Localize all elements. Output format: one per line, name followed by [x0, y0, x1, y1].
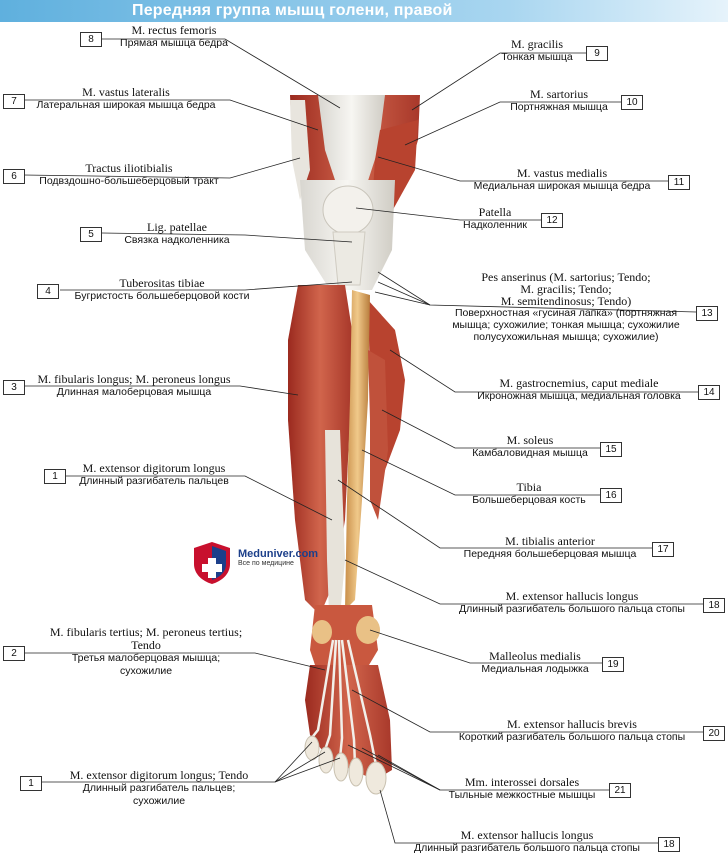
lateral-malleolus-shape — [312, 620, 332, 644]
logo-tagline: Все по медицине — [238, 560, 294, 567]
callout-number: 21 — [609, 783, 631, 798]
callout-number: 12 — [541, 213, 563, 228]
callout-number: 5 — [80, 227, 102, 242]
callout-number: 2 — [3, 646, 25, 661]
callout-number: 19 — [602, 657, 624, 672]
callout-number: 18 — [658, 837, 680, 852]
callout-number: 4 — [37, 284, 59, 299]
callout-number: 15 — [600, 442, 622, 457]
soleus-strip — [368, 350, 388, 520]
label-extensor-digitorum-longus-tendo: M. extensor digitorum longus; Tendo Длин… — [69, 768, 249, 808]
callout-number: 14 — [698, 385, 720, 400]
rectus-femoris-tendon — [318, 95, 385, 195]
callout-number: 9 — [586, 46, 608, 61]
label-fibularis-tertius: M. fibularis tertius; M. peroneus tertiu… — [49, 625, 243, 678]
leader-lines — [23, 38, 705, 844]
callout-number: 17 — [652, 542, 674, 557]
callout-number: 16 — [600, 488, 622, 503]
anterior-tendons — [325, 430, 345, 640]
logo-name: Meduniver.com — [238, 548, 319, 560]
callout-number: 3 — [3, 380, 25, 395]
patella-shape — [322, 185, 374, 235]
meduniver-logo — [194, 542, 230, 584]
patellar-ligament-shape — [332, 231, 366, 286]
medial-malleolus-shape — [356, 616, 380, 644]
callout-number: 1 — [20, 776, 42, 791]
title-bar — [0, 0, 728, 22]
callout-number: 7 — [3, 94, 25, 109]
callout-number: 8 — [80, 32, 102, 47]
callout-number: 13 — [696, 306, 718, 321]
logo-text[interactable]: Meduniver.com Все по медицине — [238, 548, 318, 567]
toes — [304, 735, 387, 795]
tibia-shaft — [345, 290, 370, 610]
callout-number: 11 — [668, 175, 690, 190]
callout-number: 1 — [44, 469, 66, 484]
callout-number: 20 — [703, 726, 725, 741]
callout-number: 6 — [3, 169, 25, 184]
iliotibial-tract — [290, 100, 310, 200]
callout-number: 10 — [621, 95, 643, 110]
callout-number: 18 — [703, 598, 725, 613]
label-pes-anserinus: Pes anserinus (M. sartorius; Tendo; M. g… — [452, 270, 680, 343]
page-title: Передняя группа мышц голени, правой — [132, 2, 453, 19]
